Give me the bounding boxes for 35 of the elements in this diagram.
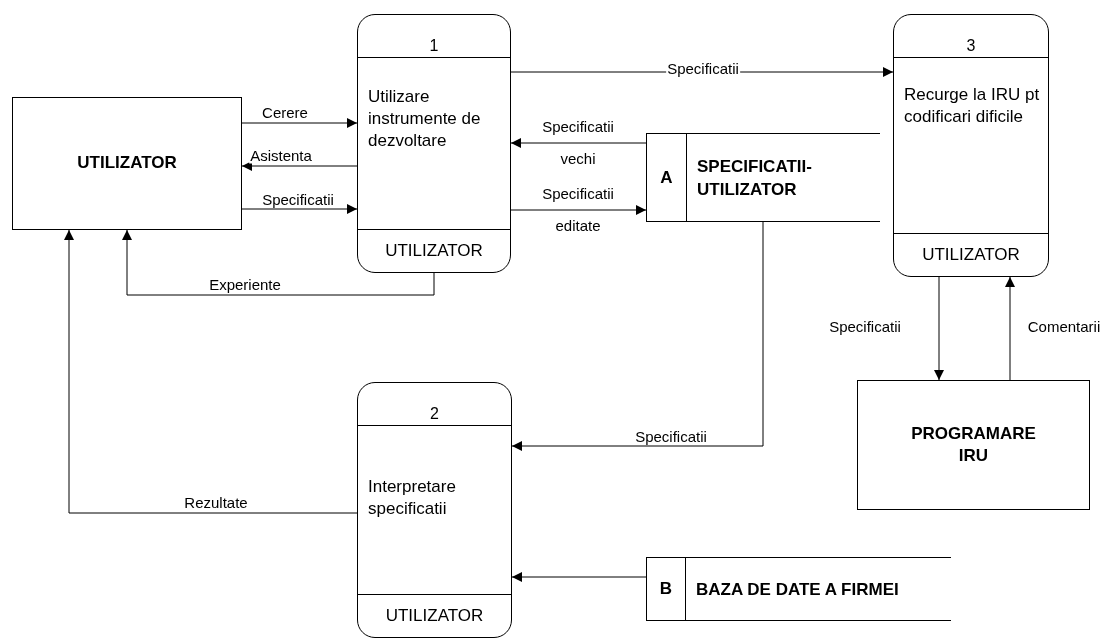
entity-name: UTILIZATOR <box>76 152 178 175</box>
external-entity-box <box>857 380 1090 510</box>
data-flow-arrow <box>241 161 358 171</box>
store-id: A <box>647 134 687 221</box>
process-number: 2 <box>358 383 511 426</box>
process-box <box>357 382 512 638</box>
process-description: Recurge la IRU pt codificari dificile <box>903 84 1041 128</box>
data-flow-arrow <box>511 221 764 451</box>
store-name: SPECIFICATII-UTILIZATOR <box>697 155 813 201</box>
data-flow-arrow <box>1005 276 1015 381</box>
data-flow-arrow <box>511 572 647 582</box>
data-store <box>646 133 880 222</box>
data-flow-arrow <box>241 204 358 214</box>
process-actor: UTILIZATOR <box>894 233 1048 276</box>
data-flow-arrow <box>241 118 358 128</box>
store-id: B <box>647 558 686 620</box>
data-flow-arrow <box>510 138 647 148</box>
edge-label: Specificatii editate <box>541 184 615 236</box>
data-flow-arrow <box>64 229 358 514</box>
store-name: BAZA DE DATE A FIRMEI <box>696 578 899 601</box>
data-flow-arrow <box>934 276 944 381</box>
process-description: Interpretare specificatii <box>367 476 457 520</box>
process-box <box>357 14 511 273</box>
process-description: Utilizare instrumente de dezvoltare <box>367 86 482 152</box>
process-box <box>893 14 1049 277</box>
data-flow-arrow <box>122 229 435 296</box>
edge-label: Specificatii vechi <box>541 117 615 169</box>
external-entity-box <box>12 97 242 230</box>
data-flow-arrow <box>510 205 647 215</box>
data-store <box>646 557 951 621</box>
process-number: 3 <box>894 15 1048 58</box>
entity-name: PROGRAMARE IRU <box>910 422 1037 467</box>
process-actor: UTILIZATOR <box>358 229 510 272</box>
process-number: 1 <box>358 15 510 58</box>
process-actor: UTILIZATOR <box>358 594 511 637</box>
